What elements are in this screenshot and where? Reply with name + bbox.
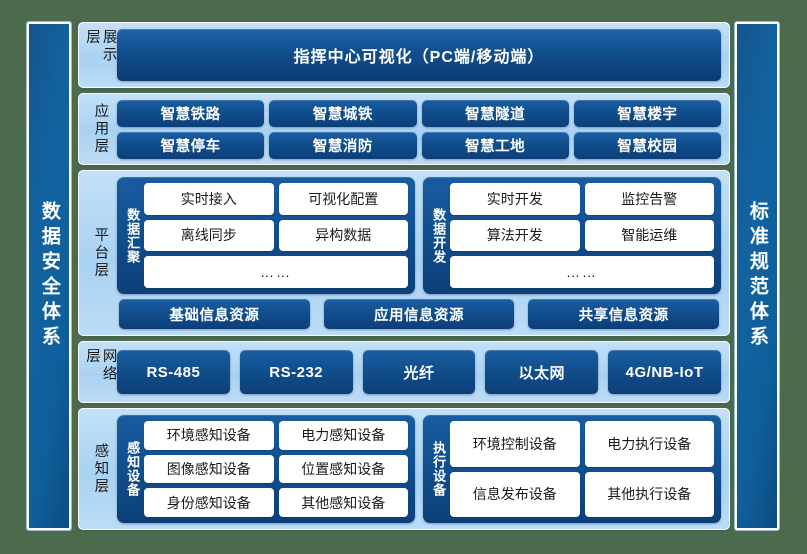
sensor-identity[interactable]: 身份感知设备 xyxy=(144,488,274,517)
platform-item-more-aggregation[interactable]: …… xyxy=(144,256,408,288)
platform-item-visual-config[interactable]: 可视化配置 xyxy=(278,183,408,215)
platform-item-algorithm-dev[interactable]: 算法开发 xyxy=(450,219,580,252)
resource-shared-info[interactable]: 共享信息资源 xyxy=(528,299,719,329)
actuator-power[interactable]: 电力执行设备 xyxy=(584,421,714,467)
layer-network: 网络层 RS-485 RS-232 光纤 以太网 4G/NB-IoT xyxy=(78,341,730,403)
layer-network-body: RS-485 RS-232 光纤 以太网 4G/NB-IoT xyxy=(117,348,721,396)
platform-modules: 数据汇聚 实时接入 可视化配置 离线同步 异构数据 …… 数据开发 xyxy=(117,177,721,294)
app-item-smart-campus[interactable]: 智慧校园 xyxy=(573,131,721,159)
network-item-fiber[interactable]: 光纤 xyxy=(362,350,476,394)
network-item-ethernet[interactable]: 以太网 xyxy=(485,350,599,394)
actuator-other[interactable]: 其他执行设备 xyxy=(584,471,714,517)
resource-basic-info[interactable]: 基础信息资源 xyxy=(119,299,310,329)
display-banner[interactable]: 指挥中心可视化（PC端/移动端） xyxy=(117,29,721,81)
sensing-module-sensors: 感知设备 环境感知设备 电力感知设备 图像感知设备 位置感知设备 身份感知设备 … xyxy=(117,415,415,523)
application-grid: 智慧铁路 智慧城铁 智慧隧道 智慧楼宇 智慧停车 智慧消防 智慧工地 智慧校园 xyxy=(117,99,721,159)
platform-module-0-grid: 实时接入 可视化配置 离线同步 异构数据 …… xyxy=(144,183,408,288)
app-item-smart-tunnel[interactable]: 智慧隧道 xyxy=(421,99,569,127)
sensing-module-1-grid: 环境控制设备 电力执行设备 信息发布设备 其他执行设备 xyxy=(450,421,714,517)
sensing-module-1-title: 执行设备 xyxy=(431,441,447,497)
layer-application-body: 智慧铁路 智慧城铁 智慧隧道 智慧楼宇 智慧停车 智慧消防 智慧工地 智慧校园 xyxy=(117,99,721,159)
layer-display: 展示层 指挥中心可视化（PC端/移动端） xyxy=(78,22,730,88)
layer-display-label: 展示层 xyxy=(84,29,117,64)
actuator-info-publish[interactable]: 信息发布设备 xyxy=(450,471,580,517)
layer-sensing: 感知层 感知设备 环境感知设备 电力感知设备 图像感知设备 位置感知设备 身份感… xyxy=(78,408,730,530)
platform-item-more-development[interactable]: …… xyxy=(450,256,714,288)
sensing-module-actuators: 执行设备 环境控制设备 电力执行设备 信息发布设备 其他执行设备 xyxy=(423,415,721,523)
network-item-rs232[interactable]: RS-232 xyxy=(239,350,353,394)
platform-item-offline-sync[interactable]: 离线同步 xyxy=(144,219,274,252)
resource-app-info[interactable]: 应用信息资源 xyxy=(323,299,515,329)
sensor-image[interactable]: 图像感知设备 xyxy=(144,454,274,484)
layer-platform-body: 数据汇聚 实时接入 可视化配置 离线同步 异构数据 …… 数据开发 xyxy=(117,177,721,329)
layer-platform-label: 平台层 xyxy=(92,226,109,280)
app-item-smart-site[interactable]: 智慧工地 xyxy=(421,131,569,159)
platform-item-realtime-ingest[interactable]: 实时接入 xyxy=(144,183,274,215)
sensor-other[interactable]: 其他感知设备 xyxy=(278,488,408,517)
actuator-environment-control[interactable]: 环境控制设备 xyxy=(450,421,580,467)
platform-resource-row: 基础信息资源 应用信息资源 共享信息资源 xyxy=(117,299,721,329)
layer-stack: 展示层 指挥中心可视化（PC端/移动端） 应用层 智慧铁路 智慧城铁 智慧隧道 … xyxy=(78,22,730,530)
right-pillar-label: 标准规范体系 xyxy=(746,201,768,351)
sensor-location[interactable]: 位置感知设备 xyxy=(278,454,408,484)
left-pillar-data-security: 数据安全体系 xyxy=(27,22,71,530)
platform-module-data-aggregation: 数据汇聚 实时接入 可视化配置 离线同步 异构数据 …… xyxy=(117,177,415,294)
platform-module-1-grid: 实时开发 监控告警 算法开发 智能运维 …… xyxy=(450,183,714,288)
sensing-modules: 感知设备 环境感知设备 电力感知设备 图像感知设备 位置感知设备 身份感知设备 … xyxy=(117,415,721,523)
right-pillar-standards: 标准规范体系 xyxy=(735,22,779,530)
layer-sensing-body: 感知设备 环境感知设备 电力感知设备 图像感知设备 位置感知设备 身份感知设备 … xyxy=(117,415,721,523)
sensing-module-0-title: 感知设备 xyxy=(125,441,141,497)
platform-item-monitor-alarm[interactable]: 监控告警 xyxy=(584,183,714,215)
network-item-rs485[interactable]: RS-485 xyxy=(117,350,230,394)
network-grid: RS-485 RS-232 光纤 以太网 4G/NB-IoT xyxy=(117,350,721,394)
platform-item-heterogeneous-data[interactable]: 异构数据 xyxy=(278,219,408,252)
platform-item-realtime-dev[interactable]: 实时开发 xyxy=(450,183,580,215)
layer-application: 应用层 智慧铁路 智慧城铁 智慧隧道 智慧楼宇 智慧停车 智慧消防 智慧工地 智… xyxy=(78,93,730,165)
platform-item-smart-ops[interactable]: 智能运维 xyxy=(584,219,714,252)
sensor-environment[interactable]: 环境感知设备 xyxy=(144,421,274,450)
app-item-smart-parking[interactable]: 智慧停车 xyxy=(117,131,265,159)
sensor-power[interactable]: 电力感知设备 xyxy=(278,421,408,450)
layer-platform: 平台层 数据汇聚 实时接入 可视化配置 离线同步 异构数据 …… xyxy=(78,170,730,336)
sensing-module-0-grid: 环境感知设备 电力感知设备 图像感知设备 位置感知设备 身份感知设备 其他感知设… xyxy=(144,421,408,517)
layer-application-label: 应用层 xyxy=(92,102,109,156)
layer-sensing-label: 感知层 xyxy=(92,442,109,496)
app-item-smart-building[interactable]: 智慧楼宇 xyxy=(573,99,721,127)
network-item-4g-nbiot[interactable]: 4G/NB-IoT xyxy=(608,350,721,394)
platform-module-data-development: 数据开发 实时开发 监控告警 算法开发 智能运维 …… xyxy=(423,177,721,294)
app-item-smart-fire[interactable]: 智慧消防 xyxy=(269,131,417,159)
platform-module-0-title: 数据汇聚 xyxy=(125,207,141,264)
app-item-smart-metro[interactable]: 智慧城铁 xyxy=(269,99,417,127)
layer-display-body: 指挥中心可视化（PC端/移动端） xyxy=(117,29,721,81)
platform-module-1-title: 数据开发 xyxy=(431,207,447,264)
left-pillar-label: 数据安全体系 xyxy=(38,201,60,351)
app-item-smart-railway[interactable]: 智慧铁路 xyxy=(117,99,265,127)
layer-network-label: 网络层 xyxy=(84,348,117,383)
